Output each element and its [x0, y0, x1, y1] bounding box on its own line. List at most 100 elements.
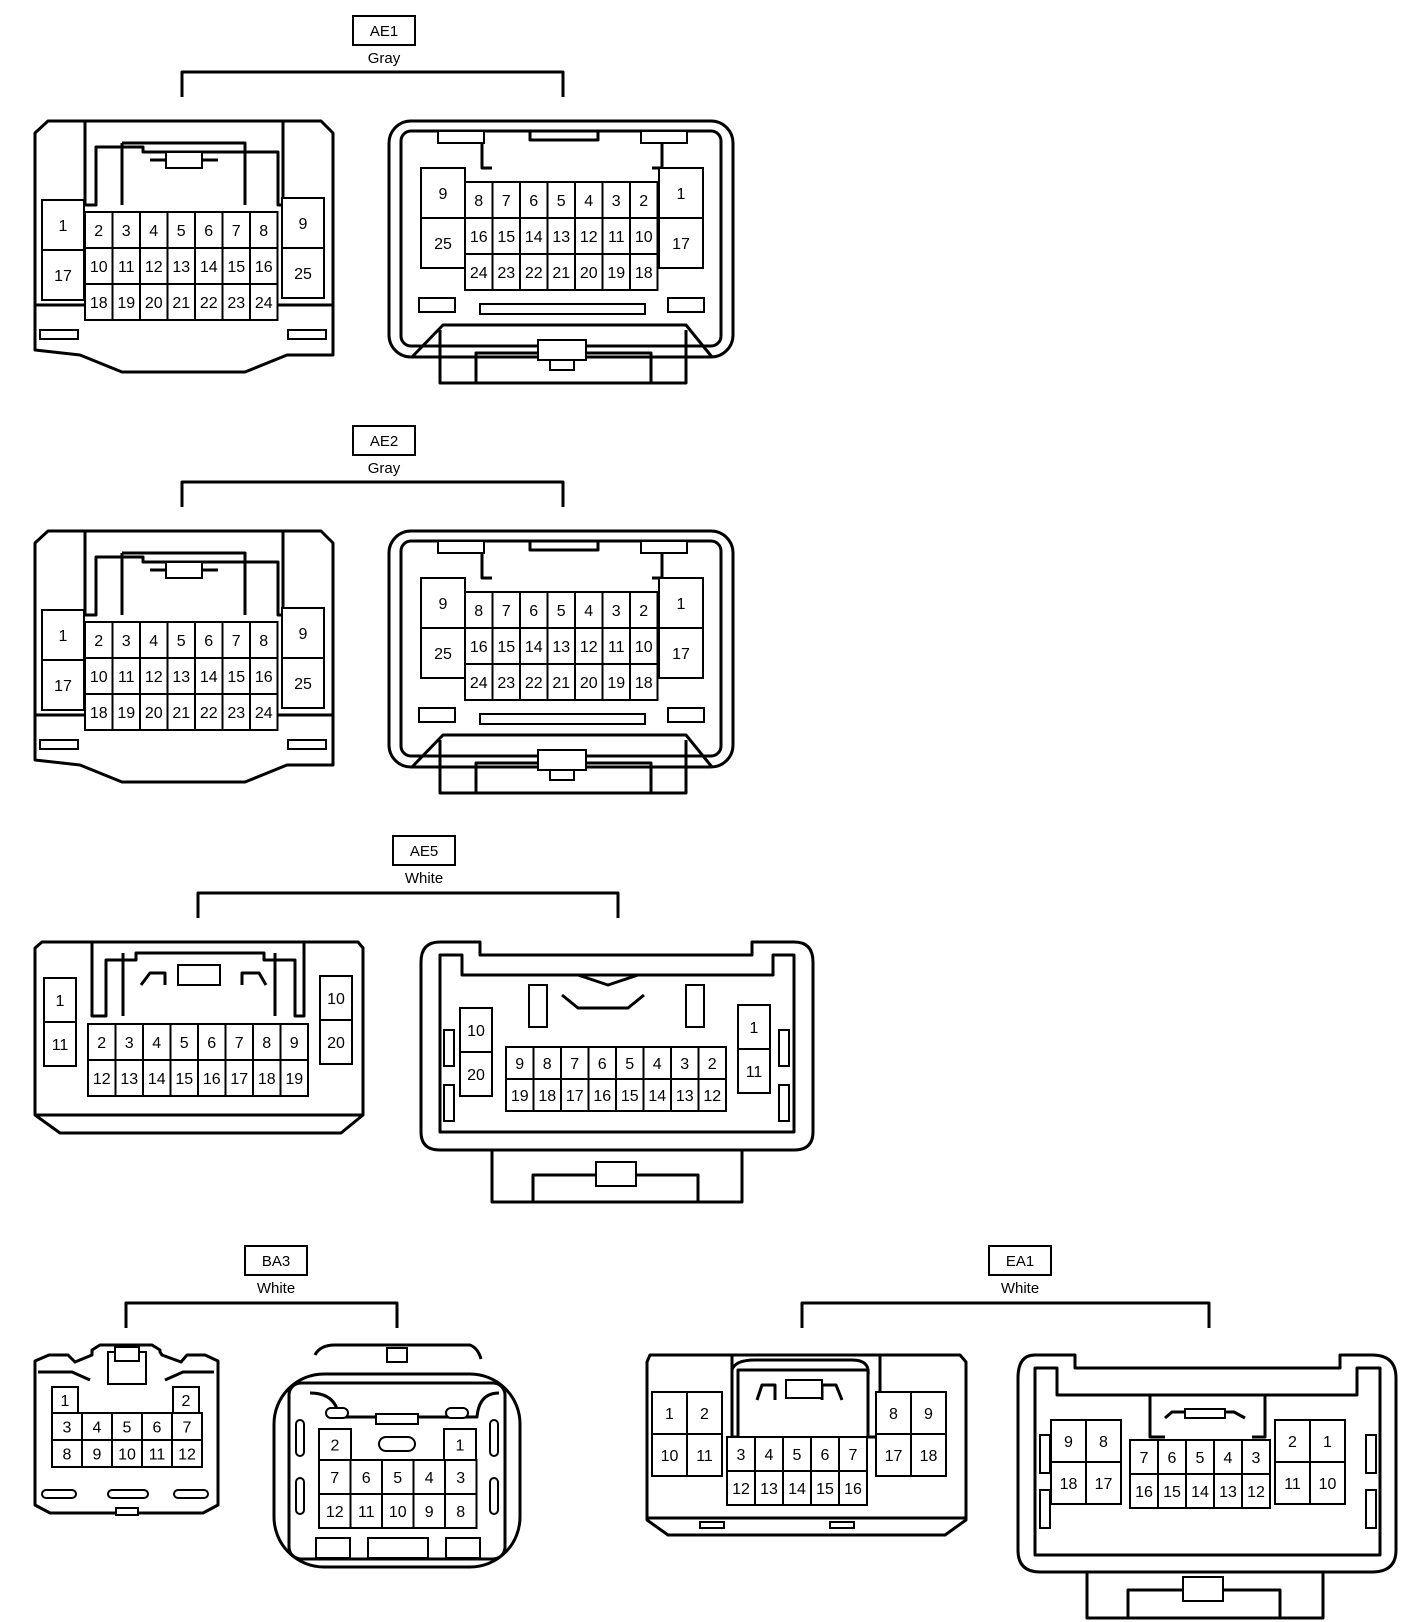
pin-cell — [838, 1436, 868, 1472]
connector-color: White — [1001, 1280, 1039, 1297]
pin-cell — [546, 253, 576, 291]
side-pin: 11 — [746, 1064, 763, 1081]
pin-number: 5 — [393, 1470, 402, 1487]
pin-number: 2 — [639, 193, 648, 210]
pin-number: 15 — [497, 229, 515, 246]
left-view — [33, 1343, 220, 1516]
pin-number: 23 — [227, 705, 245, 722]
pin-cell — [420, 627, 466, 679]
side-pin: 9 — [439, 186, 448, 203]
pin-number: 8 — [474, 603, 483, 620]
pin-cell — [281, 247, 325, 299]
pin-number: 2 — [708, 1056, 717, 1073]
right-view — [387, 529, 735, 795]
pin-cell — [412, 1459, 446, 1495]
pin-cell — [532, 1078, 562, 1112]
pin-cell — [87, 1023, 117, 1061]
pin-number: 12 — [93, 1071, 111, 1088]
pin-number: 3 — [456, 1470, 465, 1487]
pin-number: 14 — [525, 229, 543, 246]
pin-number: 14 — [148, 1071, 166, 1088]
pin-number: 6 — [598, 1056, 607, 1073]
pin-number: 12 — [732, 1481, 750, 1498]
pin-number: 16 — [1135, 1484, 1153, 1501]
pin-cell — [41, 659, 85, 711]
pin-cell — [318, 1493, 352, 1529]
pin-cell — [1085, 1419, 1122, 1463]
connector-color: Gray — [368, 50, 401, 67]
pin-cell — [651, 1391, 688, 1435]
side-pin: 10 — [661, 1448, 679, 1465]
pin-number: 3 — [737, 1447, 746, 1464]
pin-number: 10 — [635, 229, 653, 246]
pin-number: 8 — [259, 223, 268, 240]
pin-cell — [658, 627, 704, 679]
connector-code: BA3 — [262, 1253, 290, 1270]
pin-cell — [420, 217, 466, 269]
pin-cell — [1129, 1439, 1159, 1475]
pin-number: 9 — [290, 1035, 299, 1052]
pin-cell — [1309, 1461, 1346, 1505]
view-bracket — [124, 1301, 399, 1328]
pin-number: 16 — [470, 639, 488, 656]
side-pin: 2 — [182, 1393, 191, 1410]
left-view — [33, 940, 365, 1135]
pin-number: 5 — [557, 603, 566, 620]
side-pin: 1 — [665, 1406, 674, 1423]
pin-cell — [444, 1459, 478, 1495]
pin-number: 5 — [1196, 1450, 1205, 1467]
pin-number: 8 — [63, 1447, 72, 1464]
pin-cell — [84, 693, 114, 731]
pin-number: 17 — [566, 1088, 584, 1105]
pin-cell — [319, 975, 353, 1021]
pin-cell — [249, 657, 279, 695]
pin-number: 4 — [149, 223, 158, 240]
pin-cell — [574, 627, 604, 665]
pin-number: 5 — [177, 633, 186, 650]
connector-code: EA1 — [1006, 1253, 1034, 1270]
side-pin: 17 — [672, 236, 690, 253]
side-pin: 1 — [59, 218, 68, 235]
pin-number: 21 — [552, 675, 570, 692]
pin-number: 16 — [593, 1088, 611, 1105]
pin-number: 8 — [456, 1504, 465, 1521]
pin-number: 12 — [1247, 1484, 1265, 1501]
connector-code-box — [244, 1245, 308, 1276]
side-pin: 1 — [1323, 1434, 1332, 1451]
pin-number: 19 — [285, 1071, 303, 1088]
side-pin: 9 — [299, 626, 308, 643]
pin-cell — [139, 283, 169, 321]
side-pin: 20 — [467, 1067, 485, 1084]
pin-number: 13 — [120, 1071, 138, 1088]
pin-number: 12 — [145, 669, 163, 686]
pin-number: 13 — [676, 1088, 694, 1105]
pin-number: 5 — [123, 1420, 132, 1437]
pin-cell — [111, 283, 141, 321]
pin-cell — [194, 693, 224, 731]
pin-cell — [601, 253, 631, 291]
pin-number: 6 — [153, 1420, 162, 1437]
pin-cell — [651, 1433, 688, 1477]
pin-number: 12 — [703, 1088, 721, 1105]
pin-number: 13 — [172, 259, 190, 276]
pin-number: 6 — [204, 223, 213, 240]
pin-cell — [281, 657, 325, 709]
pin-number: 2 — [97, 1035, 106, 1052]
connector-code-box — [352, 15, 416, 46]
pin-cell — [810, 1470, 840, 1506]
pin-number: 5 — [180, 1035, 189, 1052]
pin-number: 15 — [227, 669, 245, 686]
left-view — [33, 529, 335, 784]
pin-cell — [279, 1059, 309, 1097]
side-pin: 25 — [294, 676, 312, 693]
pin-number: 3 — [63, 1420, 72, 1437]
pin-cell — [87, 1059, 117, 1097]
view-bracket — [180, 480, 565, 507]
pin-number: 16 — [844, 1481, 862, 1498]
side-pin: 18 — [1060, 1476, 1078, 1493]
pin-number: 6 — [529, 193, 538, 210]
